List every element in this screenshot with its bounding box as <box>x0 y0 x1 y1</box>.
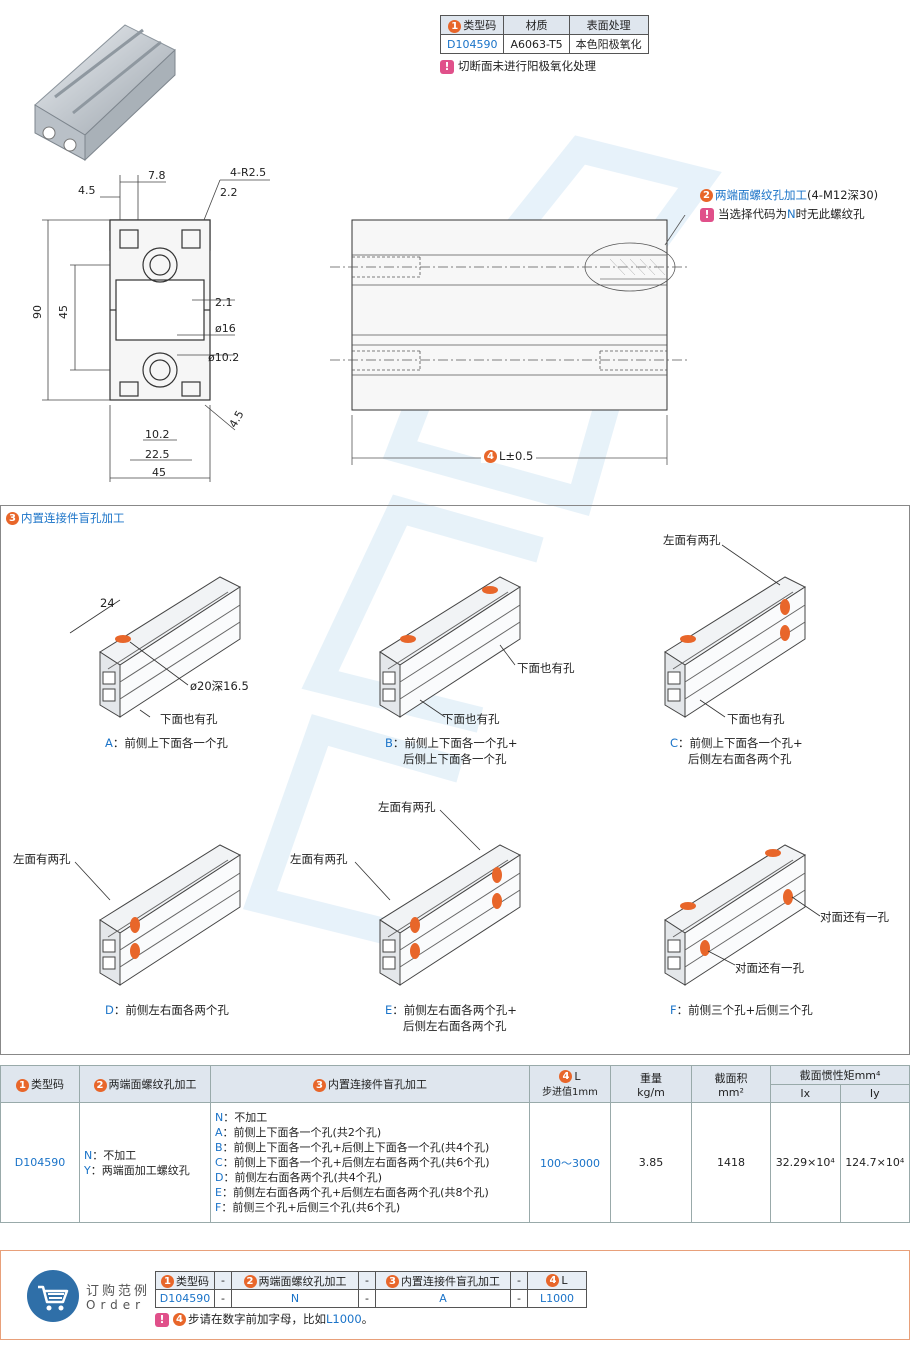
blind-options: N：不加工 A：前侧上下面各一个孔(共2个孔) B：前侧上下面各一个孔+后侧上下… <box>210 1102 530 1223</box>
caption-e: E：前侧左右面各两个孔+后侧左右面各两个孔 <box>385 1003 517 1033</box>
callout-c-left: 左面有两孔 <box>663 533 721 547</box>
dim-22-5: 22.5 <box>145 448 170 461</box>
order-title: 订购范例 <box>86 1284 151 1299</box>
dim-4-5-slot: 4.5 <box>227 408 247 430</box>
callout-d-left: 左面有两孔 <box>13 852 71 866</box>
caption-f: F：前侧三个孔+后侧三个孔 <box>670 1003 813 1017</box>
dim-dia-16: ø16 <box>215 322 236 335</box>
order-title-en: Order <box>86 1298 146 1312</box>
caption-b: B：前侧上下面各一个孔+后侧上下面各一个孔 <box>385 736 518 766</box>
caption-d: D：前侧左右面各两个孔 <box>105 1003 229 1017</box>
dim-90: 90 <box>31 305 44 319</box>
dim-45-vertical: 45 <box>57 305 70 319</box>
thread-options: N：不加工 Y：两端面加工螺纹孔 <box>79 1102 211 1223</box>
callout-f-opposite-1: 对面还有一孔 <box>820 910 889 924</box>
callout-f-opposite-2: 对面还有一孔 <box>735 961 804 975</box>
cart-icon <box>27 1270 79 1322</box>
dim-2-1: 2.1 <box>215 296 233 309</box>
dim-4-5: 4.5 <box>78 184 96 197</box>
side-view-drawing <box>330 215 690 465</box>
dim-10-2: 10.2 <box>145 428 170 441</box>
callout-b-bottom-2: 下面也有孔 <box>442 712 500 726</box>
callout-e-left-2: 左面有两孔 <box>378 800 436 814</box>
thread-note: !当选择代码为N时无此螺纹孔 <box>700 206 865 222</box>
callout-c-bottom: 下面也有孔 <box>727 712 785 726</box>
warning-icon: ! <box>440 59 454 74</box>
warning-icon: ! <box>155 1312 169 1327</box>
dim-radius: 4-R2.5 <box>230 166 266 179</box>
profile-photo <box>34 24 176 162</box>
warning-icon: ! <box>700 207 714 222</box>
caption-a: A：前侧上下面各一个孔 <box>105 736 228 750</box>
dim-7-8: 7.8 <box>148 169 166 182</box>
dim-2-2: 2.2 <box>220 186 238 199</box>
dim-24: 24 <box>100 596 115 610</box>
dim-hole-depth: ø20深16.5 <box>190 679 249 693</box>
blind-hole-sketches <box>69 544 821 986</box>
dim-dia-10-2: ø10.2 <box>208 351 239 364</box>
spec-note: !切断面未进行阳极氧化处理 <box>440 58 649 74</box>
caption-c: C：前侧上下面各一个孔+后侧左右面各两个孔 <box>670 736 803 766</box>
callout-a-bottom: 下面也有孔 <box>160 712 218 726</box>
dim-45-horizontal: 45 <box>152 466 166 479</box>
callout-b-bottom-1: 下面也有孔 <box>517 661 575 675</box>
cross-section-drawing: 4.5 7.8 4-R2.5 2.2 90 45 2.1 ø16 ø10.2 4… <box>31 166 270 482</box>
callout-e-left-1: 左面有两孔 <box>290 852 348 866</box>
